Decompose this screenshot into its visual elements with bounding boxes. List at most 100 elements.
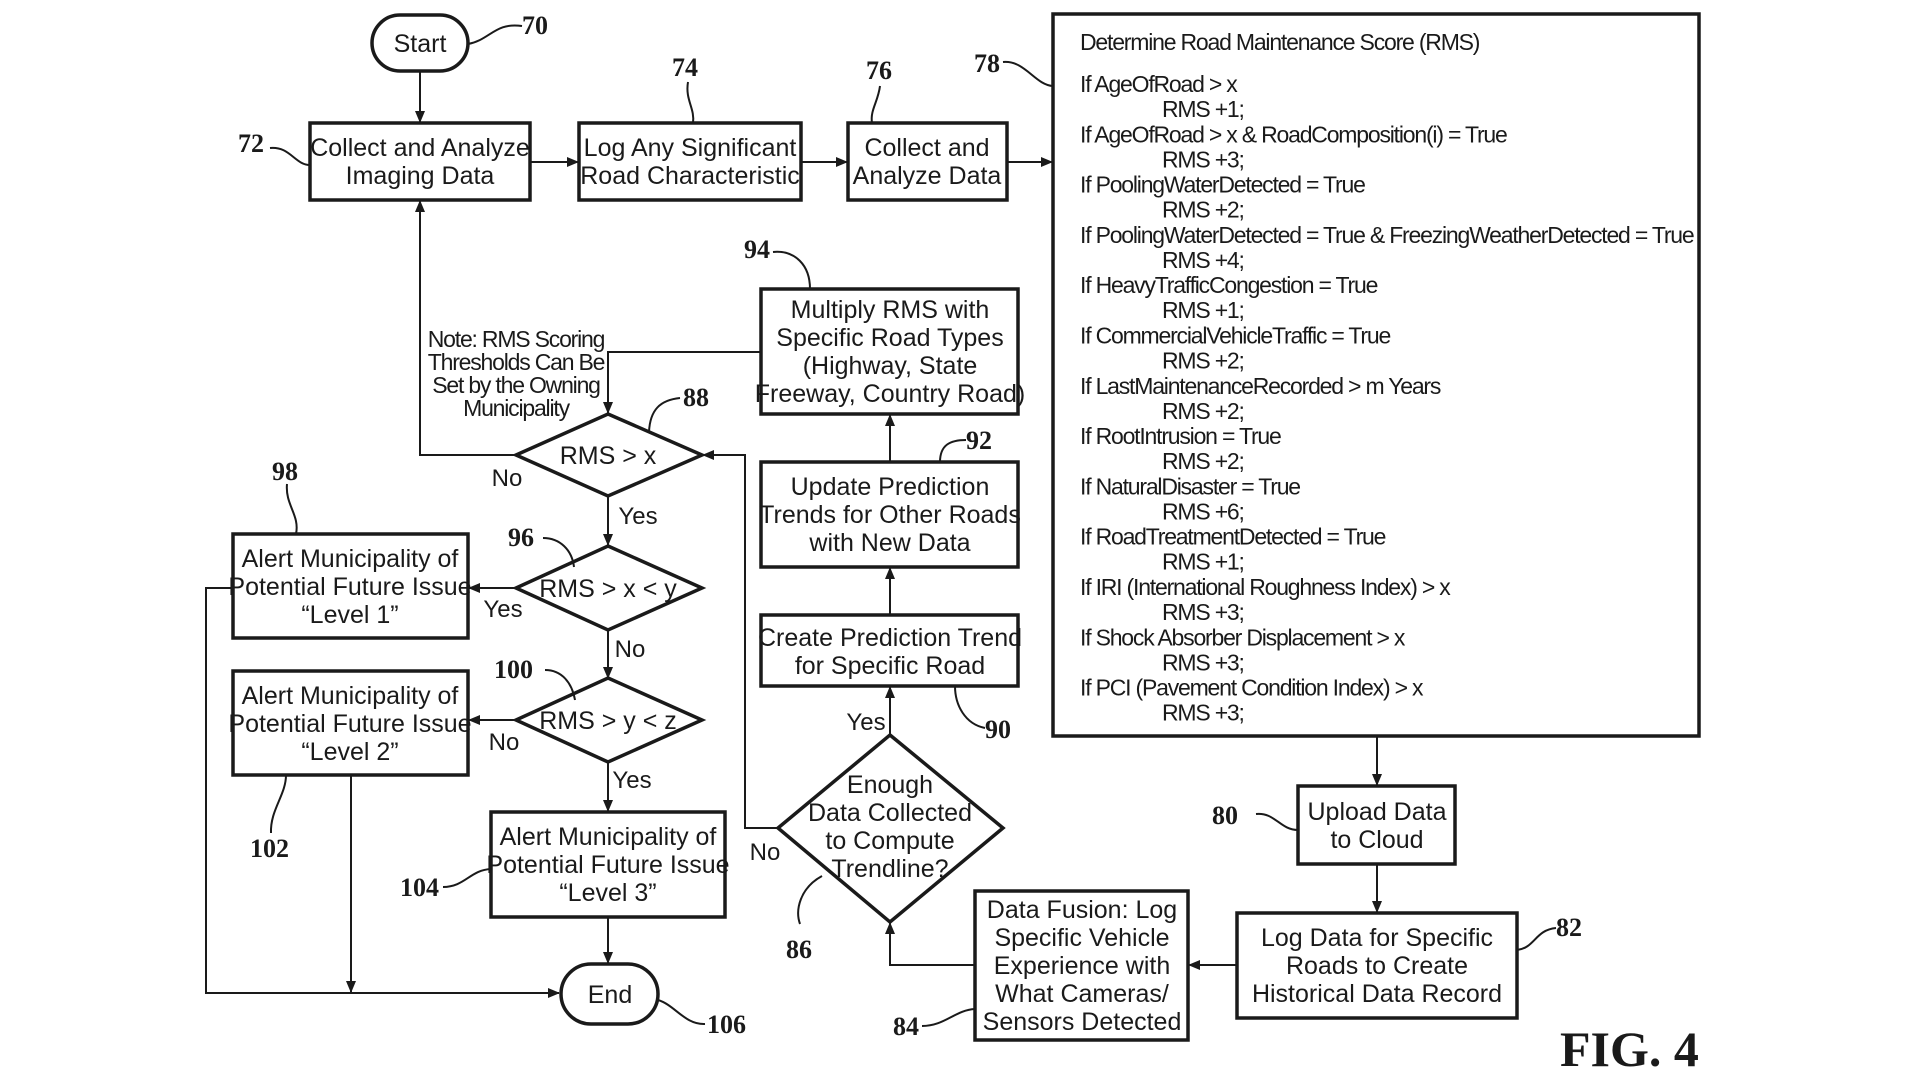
data-fusion-text-line: Specific Vehicle — [994, 924, 1169, 952]
leader-82 — [1516, 927, 1557, 951]
label-100-yes: Yes — [612, 767, 651, 794]
rms-rule-condition: If CommercialVehicleTraffic = True — [1080, 323, 1390, 349]
log-characteristic-text-line: Road Characteristic — [580, 162, 800, 190]
label-96-no: No — [615, 636, 646, 663]
collect-imaging-text-line: Imaging Data — [346, 162, 495, 190]
alert-level3-text-line: “Level 3” — [559, 879, 656, 907]
node-log-characteristic — [577, 121, 803, 202]
ref-86: 86 — [786, 935, 812, 964]
data-fusion-text-line: Experience with — [994, 952, 1170, 980]
ref-104: 104 — [400, 873, 439, 902]
data-fusion-text-line: What Cameras/ — [995, 980, 1169, 1008]
rms-rule-result: RMS +1; — [1162, 549, 1244, 575]
ref-100: 100 — [494, 655, 533, 684]
alert-level2-text-line: Potential Future Issue — [228, 710, 471, 738]
ref-88: 88 — [683, 383, 709, 412]
node-rms-gt-x — [511, 412, 707, 498]
node-end — [559, 962, 660, 1026]
rms-y-z-text-line: RMS > y < z — [539, 707, 677, 735]
rms-rule-condition: If RootIntrusion = True — [1080, 423, 1281, 449]
ref-96: 96 — [508, 523, 534, 552]
note-line: Municipality — [463, 395, 570, 421]
end-text-line: End — [588, 981, 632, 1009]
create-trend-text-line: for Specific Road — [795, 652, 985, 680]
collect-imaging-text-line: Collect and Analyze — [310, 134, 530, 162]
leader-106 — [657, 999, 706, 1026]
rms-title: Determine Road Maintenance Score (RMS) — [1080, 29, 1480, 55]
ref-72: 72 — [238, 129, 264, 158]
rms-gt-x-text-line: RMS > x — [560, 442, 657, 470]
rms-rule-condition: If Shock Absorber Displacement > x — [1080, 624, 1406, 650]
ref-82: 82 — [1556, 913, 1582, 942]
node-determine-rms — [1051, 12, 1701, 738]
rms-rule-condition: If NaturalDisaster = True — [1080, 473, 1300, 499]
update-trends-text-line: Update Prediction — [791, 473, 990, 501]
label-86-yes: Yes — [846, 709, 885, 736]
leader-94 — [772, 250, 811, 290]
edge-84-to-86 — [885, 922, 974, 966]
alert-level3-text-line: Potential Future Issue — [486, 851, 729, 879]
label-88-yes: Yes — [618, 503, 657, 530]
label-88-no: No — [492, 465, 523, 492]
data-fusion-text-line: Sensors Detected — [983, 1008, 1182, 1036]
alert-level2-text-line: Alert Municipality of — [242, 682, 459, 710]
rms-rule-condition: If PoolingWaterDetected = True — [1080, 172, 1365, 198]
reference-numerals: 70 72 74 76 78 80 82 84 86 88 90 92 94 9… — [238, 11, 1582, 1041]
note-line: Note: RMS Scoring — [428, 326, 605, 352]
rms-rule-condition: If PoolingWaterDetected = True & Freezin… — [1080, 222, 1694, 248]
rms-rule-result: RMS +1; — [1162, 96, 1244, 122]
rms-rule-result: RMS +2; — [1162, 448, 1244, 474]
enough-data-text-line: Data Collected — [808, 799, 972, 827]
enough-data-text-line: to Compute — [825, 827, 954, 855]
leader-90 — [954, 685, 986, 729]
enough-data-text-line: Trendline? — [831, 855, 948, 883]
node-multiply-rms — [759, 287, 1020, 416]
rms-rule-result: RMS +4; — [1162, 247, 1244, 273]
multiply-rms-text-line: Freeway, Country Road) — [755, 380, 1025, 408]
ref-80: 80 — [1212, 801, 1238, 830]
alert-level1-text-line: Potential Future Issue — [228, 573, 471, 601]
rms-rule-condition: If AgeOfRoad > x & RoadComposition(i) = … — [1080, 121, 1507, 147]
rms-rule-result: RMS +3; — [1162, 146, 1244, 172]
rms-rule-result: RMS +3; — [1162, 599, 1244, 625]
rms-x-y-text-line: RMS > x < y — [539, 575, 677, 603]
rms-rule-condition: If RoadTreatmentDetected = True — [1080, 524, 1386, 550]
leader-70 — [467, 24, 523, 45]
collect-data-text-line: Analyze Data — [853, 162, 1002, 190]
rms-rule-condition: If HeavyTrafficCongestion = True — [1080, 272, 1378, 298]
leader-92 — [939, 439, 967, 463]
rms-rule-result: RMS +6; — [1162, 498, 1244, 524]
ref-70: 70 — [522, 11, 548, 40]
update-trends-text-line: with New Data — [808, 529, 970, 557]
upload-cloud-text-line: Upload Data — [1308, 798, 1447, 826]
ref-94: 94 — [744, 235, 770, 264]
leader-76 — [870, 85, 881, 124]
rms-rule-condition: If PCI (Pavement Condition Index) > x — [1080, 675, 1424, 701]
ref-106: 106 — [707, 1010, 746, 1039]
node-data-fusion — [973, 889, 1190, 1042]
rms-rule-condition: If LastMaintenanceRecorded > m Years — [1080, 373, 1441, 399]
node-create-trend — [759, 613, 1020, 688]
alert-level2-text-line: “Level 2” — [301, 738, 398, 766]
leader-86 — [797, 875, 823, 925]
rms-rule-result: RMS +3; — [1162, 649, 1244, 675]
connectors — [205, 71, 1382, 998]
edge-94-to-88 — [603, 351, 761, 414]
node-collect-imaging — [308, 121, 532, 202]
label-100-no: No — [489, 729, 520, 756]
ref-74: 74 — [672, 53, 698, 82]
leader-78 — [1002, 60, 1054, 87]
ref-98: 98 — [272, 457, 298, 486]
label-96-yes: Yes — [483, 596, 522, 623]
log-historical-text-line: Roads to Create — [1286, 952, 1468, 980]
leader-100 — [544, 669, 576, 701]
node-alert-level3 — [489, 810, 727, 919]
edge-88-no-to-72 — [415, 200, 516, 456]
ref-78: 78 — [974, 49, 1000, 78]
leader-98 — [285, 483, 298, 535]
create-trend-text-line: Create Prediction Trend — [758, 624, 1022, 652]
leader-80 — [1255, 812, 1299, 831]
multiply-rms-text-line: Specific Road Types — [776, 324, 1003, 352]
